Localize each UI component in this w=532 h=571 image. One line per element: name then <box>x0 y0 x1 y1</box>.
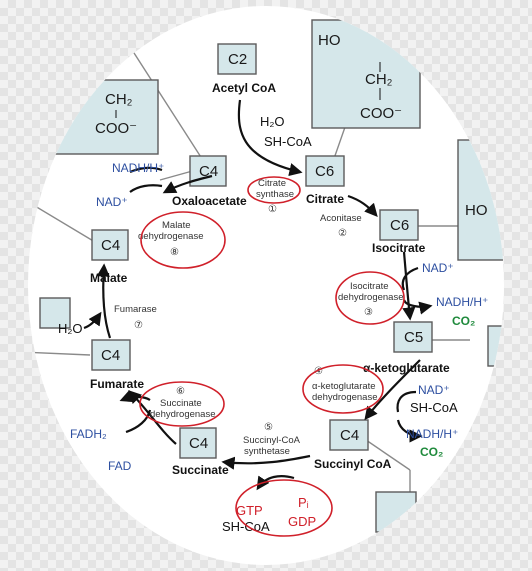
svg-text:CH₂: CH₂ <box>105 91 133 108</box>
label-fumarate: Fumarate <box>90 377 144 391</box>
box-c4-malate: C4 <box>91 229 129 261</box>
box-c5: C5 <box>393 321 433 353</box>
svg-text:synthetase: synthetase <box>244 446 290 457</box>
svg-text:Citrate: Citrate <box>258 178 286 189</box>
enzyme-succinate-dehydrogenase: ⑥ Succinate dehydrogenase <box>139 381 225 427</box>
svg-text:①: ① <box>268 204 277 215</box>
structure-fragment-left: CH₂ COO⁻ <box>39 79 159 155</box>
svg-text:Isocitrate: Isocitrate <box>350 281 389 292</box>
box-c6-citrate: C6 <box>305 155 345 187</box>
cofactor-gtp: GTP <box>236 503 263 518</box>
svg-text:HO: HO <box>465 202 488 219</box>
svg-text:α-ketoglutarate: α-ketoglutarate <box>312 381 376 392</box>
svg-text:⑦: ⑦ <box>134 320 143 331</box>
svg-text:C4: C4 <box>189 435 208 452</box>
box-c4-succinylcoa: C4 <box>329 419 369 451</box>
svg-text:Succinyl-CoA: Succinyl-CoA <box>243 435 301 446</box>
svg-text:⑥: ⑥ <box>176 386 185 397</box>
cofactor-sh-coa-bottom: SH-CoA <box>222 519 270 534</box>
structure-fragment-bottom <box>375 491 417 533</box>
svg-text:C4: C4 <box>340 427 359 444</box>
label-malate: Malate <box>90 271 128 285</box>
svg-text:Malate: Malate <box>162 220 191 231</box>
enzyme-malate-dehydrogenase: Malate dehydrogenase ⑧ <box>138 211 226 269</box>
enzyme-isocitrate-dehydrogenase: Isocitrate dehydrogenase ③ <box>335 271 405 325</box>
svg-text:Fumarase: Fumarase <box>114 304 157 315</box>
svg-text:COO⁻: COO⁻ <box>360 105 402 122</box>
cofactor-co2-iso: CO₂ <box>452 314 475 328</box>
svg-text:C6: C6 <box>390 217 409 234</box>
label-succinyl-coa: Succinyl CoA <box>314 457 392 471</box>
label-citrate: Citrate <box>306 192 344 206</box>
svg-text:C4: C4 <box>101 347 120 364</box>
svg-text:dehydrogenase: dehydrogenase <box>138 231 204 242</box>
cofactor-fadh2: FADH₂ <box>70 427 107 441</box>
svg-text:④: ④ <box>314 366 323 377</box>
svg-text:synthase: synthase <box>256 189 294 200</box>
cofactor-nadh-iso: NADH/H⁺ <box>436 295 488 309</box>
reaction-arrows <box>83 99 433 491</box>
svg-text:Aconitase: Aconitase <box>320 213 362 224</box>
oval-gtp-gdp <box>235 479 333 537</box>
enzyme-aconitase: Aconitase ② <box>320 213 362 239</box>
cofactor-nadh-akg: NADH/H⁺ <box>406 427 458 441</box>
svg-text:②: ② <box>338 228 347 239</box>
cofactor-nad-top: NAD⁺ <box>96 195 128 209</box>
structure-fragment-right-lower <box>487 325 504 367</box>
cofactor-sh-coa-top: SH-CoA <box>264 134 312 149</box>
label-isocitrate: Isocitrate <box>372 241 426 255</box>
label-a-ketoglutarate: α-ketoglutarate <box>363 361 450 375</box>
cofactor-nad-iso: NAD⁺ <box>422 261 454 275</box>
cofactor-h2o-top: H₂O <box>260 114 285 129</box>
label-succinate: Succinate <box>172 463 229 477</box>
box-c6-isocitrate: C6 <box>379 209 419 241</box>
cofactor-co2-akg: CO₂ <box>420 445 443 459</box>
svg-text:⑧: ⑧ <box>170 247 179 258</box>
svg-text:C2: C2 <box>228 51 247 68</box>
enzyme-fumarase: Fumarase ⑦ <box>114 304 157 331</box>
svg-text:C4: C4 <box>101 237 120 254</box>
box-c4-succinate: C4 <box>179 427 217 459</box>
cofactor-gdp: GDP <box>288 514 316 529</box>
svg-text:COO⁻: COO⁻ <box>95 120 137 137</box>
cofactor-fad: FAD <box>108 459 132 473</box>
cofactor-sh-coa-akg: SH-CoA <box>410 400 458 415</box>
enzyme-succinyl-coa-synthetase: ⑤ Succinyl-CoA synthetase <box>243 422 301 457</box>
box-c4-fumarate: C4 <box>91 339 131 371</box>
svg-text:Succinate: Succinate <box>160 398 202 409</box>
svg-text:dehydrogenase: dehydrogenase <box>150 409 216 420</box>
svg-text:CH₂: CH₂ <box>365 71 393 88</box>
svg-text:C4: C4 <box>199 163 218 180</box>
structure-fragment-right: HO <box>457 139 504 261</box>
cofactor-h2o-left: H₂O <box>58 321 83 336</box>
cofactor-pi: Pᵢ <box>298 495 309 510</box>
svg-text:⑤: ⑤ <box>264 422 273 433</box>
svg-text:C6: C6 <box>315 163 334 180</box>
svg-text:HO: HO <box>318 32 341 49</box>
enzyme-citrate-synthase: Citrate synthase ① <box>247 176 301 215</box>
svg-text:dehydrogenase: dehydrogenase <box>312 392 378 403</box>
cofactor-nadh-top: NADH/H⁺ <box>112 161 164 175</box>
svg-text:C5: C5 <box>404 329 423 346</box>
cofactor-nad-akg: NAD⁺ <box>418 383 450 397</box>
enzyme-a-ketoglutarate-dehydrogenase: ④ α-ketoglutarate dehydrogenase <box>302 364 384 414</box>
label-oxaloacetate: Oxaloacetate <box>172 194 247 208</box>
structure-fragment-left-lower <box>39 297 71 329</box>
box-c2: C2 <box>217 43 257 75</box>
svg-text:③: ③ <box>364 307 373 318</box>
structure-fragment-top: HO CH₂ COO⁻ <box>311 19 421 129</box>
svg-text:dehydrogenase: dehydrogenase <box>338 292 404 303</box>
label-acetyl-coa: Acetyl CoA <box>212 81 276 95</box>
